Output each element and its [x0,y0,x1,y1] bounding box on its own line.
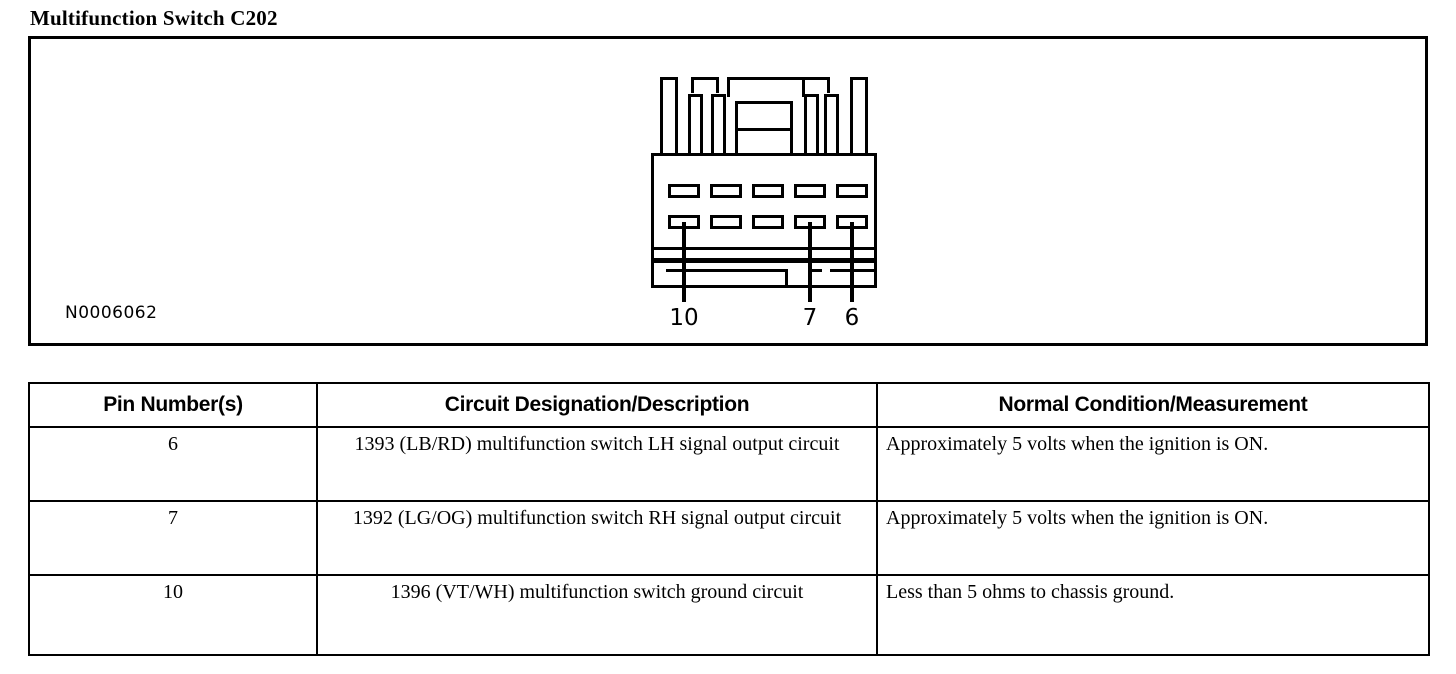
connector-center-box-lower [735,128,793,156]
connector-tab-inner-right-a [804,94,819,155]
cell-pin-number: 10 [28,574,318,656]
connector-center-box-upper [735,101,793,129]
page-title: Multifunction Switch C202 [30,6,278,30]
cell-normal: Approximately 5 volts when the ignition … [876,426,1430,502]
pin-callout-7: 7 [802,305,818,331]
column-header-pin-number: Pin Number(s) [28,382,318,428]
connector-tab-inner-right-b [824,94,839,155]
leader-line-pin-10 [682,222,686,302]
cell-pin-number: 7 [28,500,318,576]
connector-drawing: 10 7 6 [622,77,877,331]
column-header-description: Circuit Designation/Description [316,382,878,428]
part-number-label: N0006062 [65,303,158,323]
pin-cavity-bottom-3 [752,215,784,229]
cell-pin-number: 6 [28,426,318,502]
connector-skirt-ledge-left-riser [785,269,788,288]
table-header-row: Pin Number(s) Circuit Designation/Descri… [28,382,1430,428]
connector-skirt-wall-left [651,247,654,288]
connector-tab-right-notch [802,77,830,93]
pin-cavity-bottom-2 [710,215,742,229]
cell-normal: Less than 5 ohms to chassis ground. [876,574,1430,656]
leader-line-pin-7 [808,222,812,302]
pin-cavity-top-5 [836,184,868,198]
column-header-normal: Normal Condition/Measurement [876,382,1430,428]
connector-skirt-notch-top [808,269,822,272]
pin-callout-6: 6 [844,305,860,331]
pin-table: Pin Number(s) Circuit Designation/Descri… [28,382,1430,656]
leader-line-pin-6 [850,222,854,302]
pin-callout-10: 10 [669,305,699,331]
pin-cavity-top-1 [668,184,700,198]
pin-cavity-top-3 [752,184,784,198]
connector-tab-far-right [850,77,868,155]
connector-tab-inner-left-b [711,94,726,155]
pin-cavity-top-2 [710,184,742,198]
cell-description: 1392 (LG/OG) multifunction switch RH sig… [316,500,878,576]
table-row: 10 1396 (VT/WH) multifunction switch gro… [28,574,1430,656]
connector-diagram-panel: N0006062 [28,36,1428,346]
connector-tab-far-left [660,77,678,155]
connector-skirt-lower [651,260,877,288]
table-row: 6 1393 (LB/RD) multifunction switch LH s… [28,426,1430,502]
connector-skirt-ledge-left [666,269,788,272]
connector-tab-left-notch [691,77,719,93]
cell-description: 1396 (VT/WH) multifunction switch ground… [316,574,878,656]
connector-tab-inner-left-a [688,94,703,155]
cell-normal: Approximately 5 volts when the ignition … [876,500,1430,576]
table-row: 7 1392 (LG/OG) multifunction switch RH s… [28,500,1430,576]
pin-cavity-top-4 [794,184,826,198]
cell-description: 1393 (LB/RD) multifunction switch LH sig… [316,426,878,502]
connector-skirt-wall-right [874,247,877,288]
connector-center-top-bar [727,77,805,97]
